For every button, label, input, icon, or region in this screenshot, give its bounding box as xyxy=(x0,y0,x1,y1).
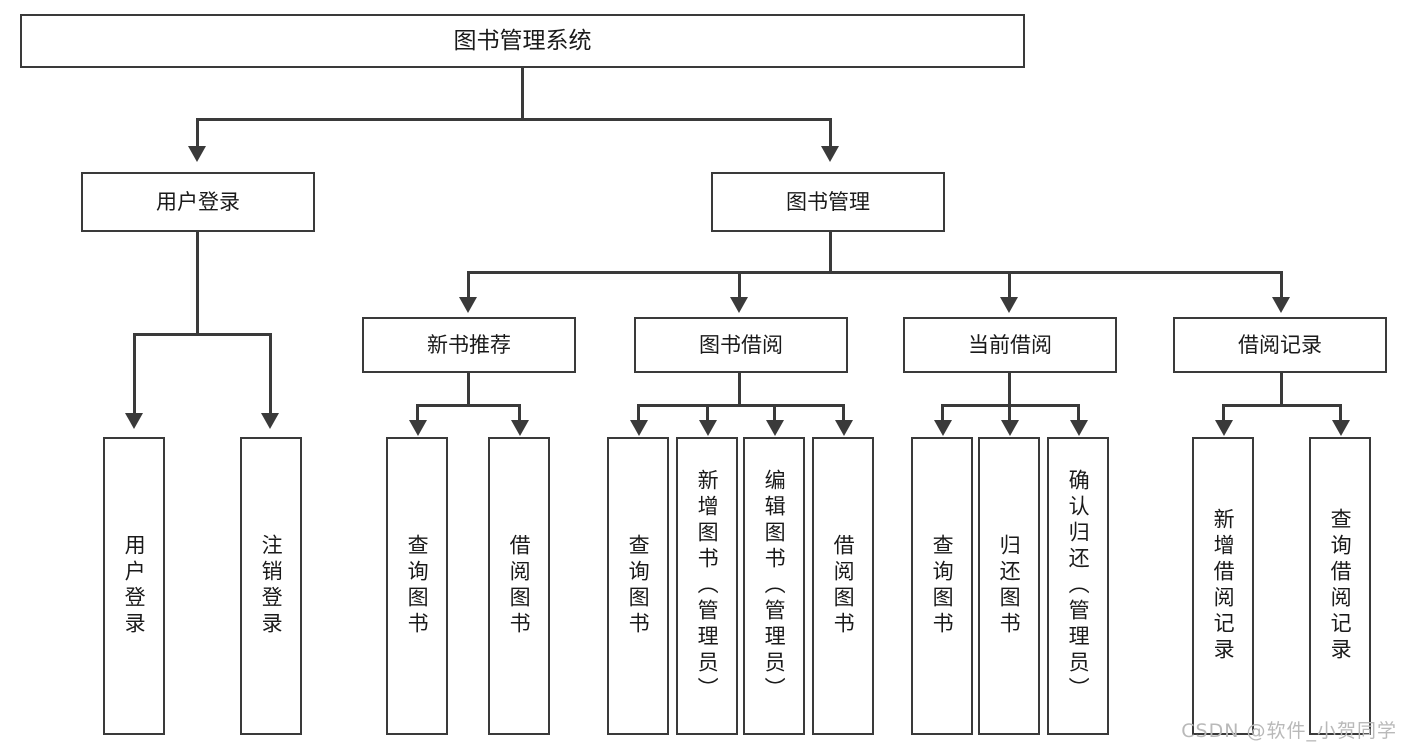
connector-bb-drop-2 xyxy=(706,404,709,424)
node-label: 归还图书 xyxy=(997,534,1022,638)
arrowhead-icon-bb-1 xyxy=(630,420,648,436)
connector-user-login-drop-1 xyxy=(133,333,136,421)
node-label: 注销登录 xyxy=(259,534,284,638)
node-label: 查询图书 xyxy=(930,534,955,638)
leaf-user-login-logout[interactable]: 注销登录 xyxy=(240,437,302,735)
connector-book-management-bus xyxy=(467,271,1283,274)
connector-user-login-bus xyxy=(133,333,272,336)
arrowhead-icon-nbr-1 xyxy=(409,420,427,436)
arrowhead-icon-bb-4 xyxy=(835,420,853,436)
connector-nbr-stem xyxy=(467,373,470,407)
connector-cb-drop-2 xyxy=(1008,404,1011,424)
node-label: 借阅记录 xyxy=(1238,332,1322,357)
connector-br-stem xyxy=(1280,373,1283,407)
leaf-book-borrow-borrow-book[interactable]: 借阅图书 xyxy=(812,437,874,735)
leaf-new-book-borrow-book[interactable]: 借阅图书 xyxy=(488,437,550,735)
connector-bb-drop-4 xyxy=(842,404,845,424)
connector-root-stem xyxy=(521,68,524,120)
leaf-current-borrow-confirm-return[interactable]: 确认归还（管理员） xyxy=(1047,437,1109,735)
connector-nbr-bus xyxy=(416,404,521,407)
connector-br-drop-1 xyxy=(1222,404,1225,424)
connector-bm-drop-1 xyxy=(467,271,470,303)
node-label: 查询图书 xyxy=(626,534,651,638)
connector-book-management-stem xyxy=(829,232,832,274)
arrowhead-icon-bm-2 xyxy=(730,297,748,313)
node-root-book-management-system[interactable]: 图书管理系统 xyxy=(20,14,1025,68)
node-borrow-record[interactable]: 借阅记录 xyxy=(1173,317,1387,373)
leaf-book-borrow-query-book[interactable]: 查询图书 xyxy=(607,437,669,735)
leaf-borrow-record-query[interactable]: 查询借阅记录 xyxy=(1309,437,1371,735)
leaf-current-borrow-query-book[interactable]: 查询图书 xyxy=(911,437,973,735)
leaf-borrow-record-add[interactable]: 新增借阅记录 xyxy=(1192,437,1254,735)
connector-root-drop-2 xyxy=(829,118,832,154)
connector-nbr-drop-1 xyxy=(416,404,419,424)
node-book-borrow[interactable]: 图书借阅 xyxy=(634,317,848,373)
arrowhead-icon-nbr-2 xyxy=(511,420,529,436)
arrowhead-icon-cb-3 xyxy=(1070,420,1088,436)
node-label: 借阅图书 xyxy=(507,534,532,638)
connector-bm-drop-3 xyxy=(1008,271,1011,303)
connector-user-login-stem xyxy=(196,232,199,336)
arrowhead-icon-bb-3 xyxy=(766,420,784,436)
node-label: 用户登录 xyxy=(122,534,147,638)
node-new-book-recommend[interactable]: 新书推荐 xyxy=(362,317,576,373)
node-label: 确认归还（管理员） xyxy=(1066,469,1091,703)
connector-root-bus xyxy=(196,118,832,121)
connector-root-drop-1 xyxy=(196,118,199,154)
connector-cb-drop-1 xyxy=(941,404,944,424)
leaf-current-borrow-return-book[interactable]: 归还图书 xyxy=(978,437,1040,735)
node-label: 编辑图书（管理员） xyxy=(762,469,787,703)
node-label: 查询图书 xyxy=(405,534,430,638)
connector-br-bus xyxy=(1222,404,1342,407)
arrowhead-icon-user-login-1 xyxy=(125,413,143,429)
watermark-text: CSDN @软件_小贺同学 xyxy=(1181,720,1397,742)
connector-bm-drop-2 xyxy=(738,271,741,303)
arrowhead-icon-bm-4 xyxy=(1272,297,1290,313)
node-label: 新增借阅记录 xyxy=(1211,508,1236,664)
node-label: 新增图书（管理员） xyxy=(695,469,720,703)
node-label: 借阅图书 xyxy=(831,534,856,638)
arrowhead-icon-user-login-2 xyxy=(261,413,279,429)
node-current-borrow[interactable]: 当前借阅 xyxy=(903,317,1117,373)
arrowhead-icon-bm-1 xyxy=(459,297,477,313)
node-label: 新书推荐 xyxy=(427,332,511,357)
arrowhead-icon-bb-2 xyxy=(699,420,717,436)
arrowhead-icon-root-2 xyxy=(821,146,839,162)
leaf-user-login-login[interactable]: 用户登录 xyxy=(103,437,165,735)
connector-user-login-drop-2 xyxy=(269,333,272,421)
node-label: 图书借阅 xyxy=(699,332,783,357)
connector-br-drop-2 xyxy=(1339,404,1342,424)
arrowhead-icon-br-1 xyxy=(1215,420,1233,436)
connector-bb-drop-1 xyxy=(637,404,640,424)
leaf-book-borrow-add-book[interactable]: 新增图书（管理员） xyxy=(676,437,738,735)
node-label: 当前借阅 xyxy=(968,332,1052,357)
connector-nbr-drop-2 xyxy=(518,404,521,424)
node-book-management[interactable]: 图书管理 xyxy=(711,172,945,232)
node-label: 图书管理 xyxy=(786,189,870,214)
connector-bm-drop-4 xyxy=(1280,271,1283,303)
connector-cb-stem xyxy=(1008,373,1011,407)
leaf-new-book-query-book[interactable]: 查询图书 xyxy=(386,437,448,735)
arrowhead-icon-br-2 xyxy=(1332,420,1350,436)
arrowhead-icon-root-1 xyxy=(188,146,206,162)
node-user-login[interactable]: 用户登录 xyxy=(81,172,315,232)
leaf-book-borrow-edit-book[interactable]: 编辑图书（管理员） xyxy=(743,437,805,735)
arrowhead-icon-cb-2 xyxy=(1001,420,1019,436)
connector-bb-drop-3 xyxy=(773,404,776,424)
arrowhead-icon-bm-3 xyxy=(1000,297,1018,313)
connector-cb-drop-3 xyxy=(1077,404,1080,424)
node-label: 用户登录 xyxy=(156,189,240,214)
connector-bb-stem xyxy=(738,373,741,407)
connector-bb-bus xyxy=(637,404,845,407)
node-label: 图书管理系统 xyxy=(453,27,592,54)
node-label: 查询借阅记录 xyxy=(1328,508,1353,664)
arrowhead-icon-cb-1 xyxy=(934,420,952,436)
